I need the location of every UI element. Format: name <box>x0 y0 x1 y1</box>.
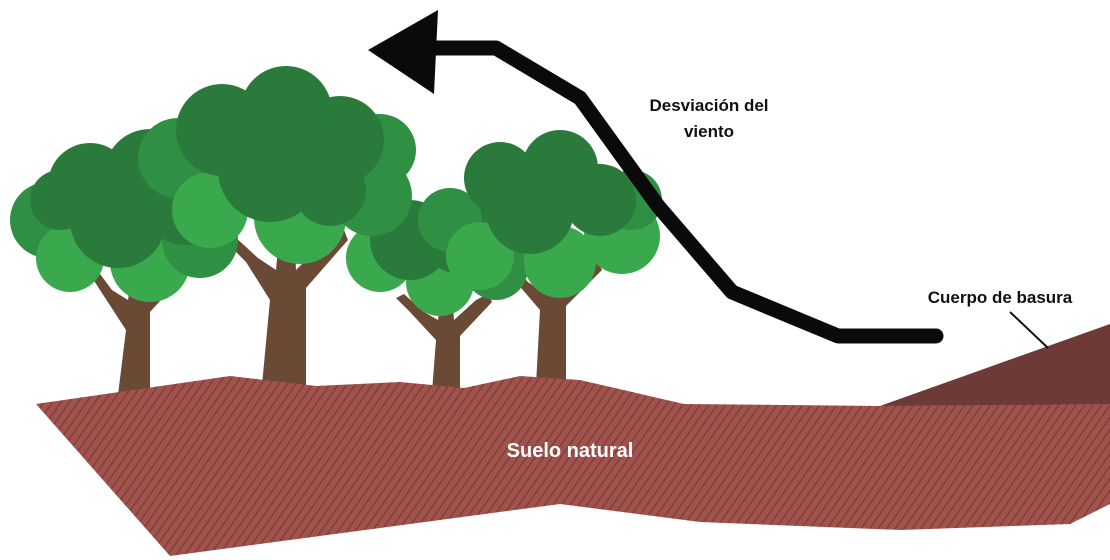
garbage-body-label: Cuerpo de basura <box>927 288 1073 307</box>
wind-arrowhead <box>368 10 438 94</box>
tree-trunk-3 <box>396 292 492 392</box>
wind-label-line-1: Desviación del <box>649 96 769 115</box>
tree-trunk-2 <box>224 226 348 385</box>
garbage-body <box>880 324 1110 420</box>
garbage-leader-line <box>1009 311 1049 349</box>
tree-2-canopy <box>138 66 416 264</box>
wind-arrow-line <box>412 40 944 344</box>
wind-deflection-arrow <box>368 10 944 344</box>
wind-deflection-label: Desviación del viento <box>614 93 804 145</box>
tree-4-canopy <box>418 130 662 298</box>
wind-label-line-2: viento <box>683 122 735 141</box>
natural-soil-label: Suelo natural <box>506 440 634 462</box>
natural-soil-layer <box>36 376 1110 556</box>
